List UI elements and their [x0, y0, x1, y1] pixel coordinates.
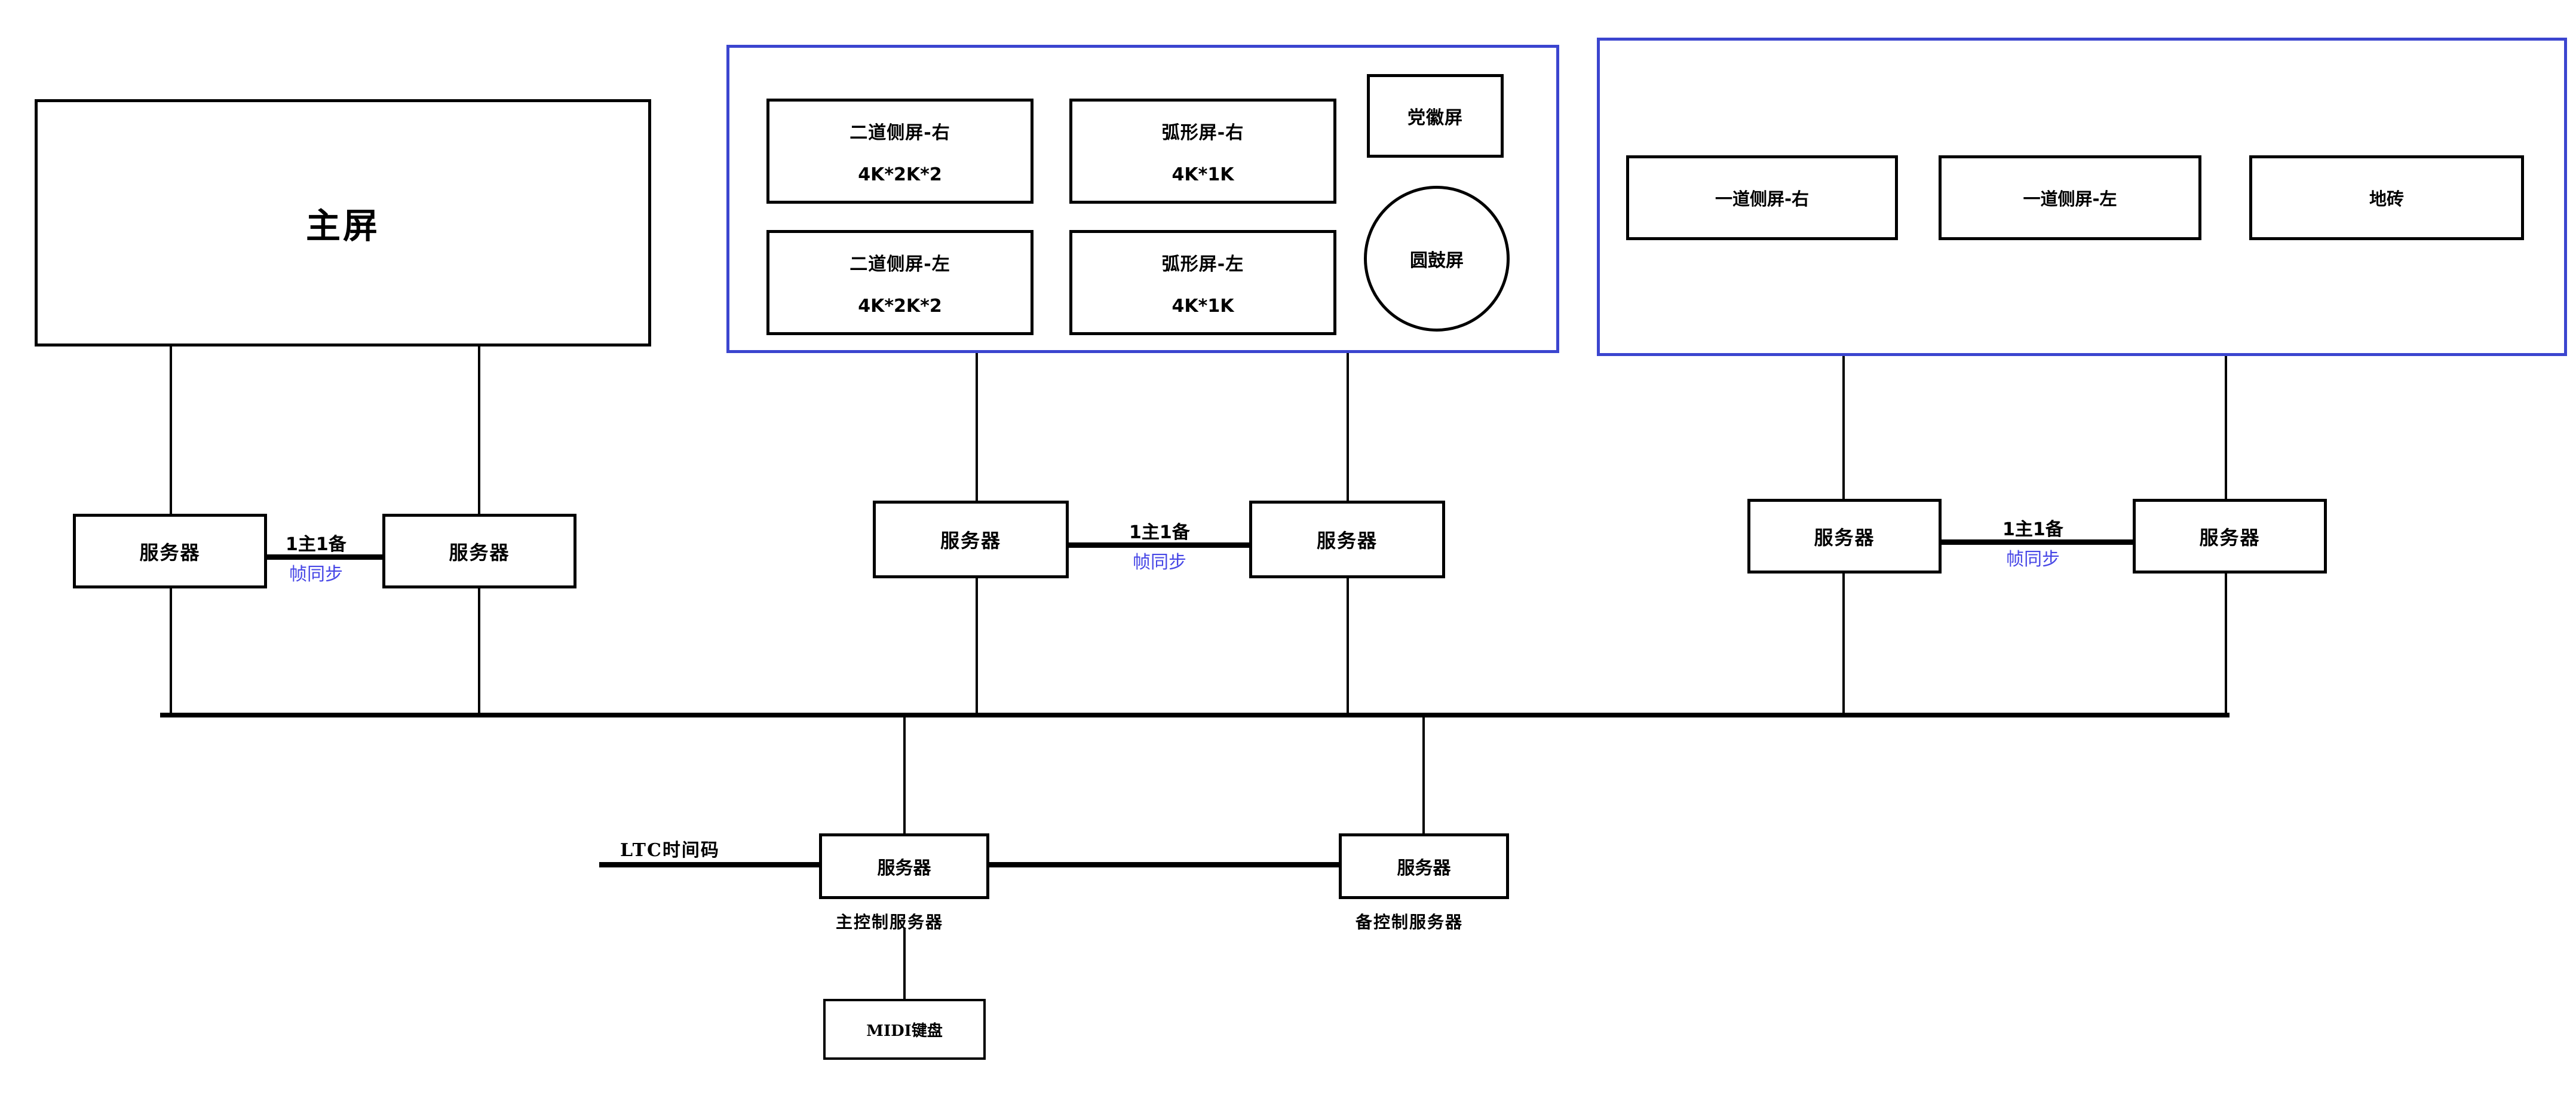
middle-pair-link-label-top: 1主1备 — [1129, 522, 1190, 543]
server-label: 服务器 — [1316, 529, 1378, 552]
server-backup-control[interactable]: 服务器 — [1339, 833, 1509, 899]
connector-left-primary-to-bus — [170, 588, 172, 715]
tile-name: 弧形屏-右 — [1161, 122, 1244, 143]
backup-control-caption: 备控制服务器 — [1356, 912, 1464, 932]
server-right-primary[interactable]: 服务器 — [1747, 499, 1942, 574]
tile-resolution: 4K*2K*2 — [858, 295, 942, 317]
server-label: 服务器 — [449, 541, 510, 564]
server-left-primary[interactable]: 服务器 — [73, 514, 267, 588]
connector-middle-pair-link — [1069, 542, 1249, 548]
connector-control-servers-link — [989, 862, 1339, 867]
screen-tile-round-drum[interactable]: 圆鼓屏 — [1364, 186, 1510, 332]
tile-name: 地砖 — [2369, 189, 2404, 209]
screen-group-right — [1597, 38, 2567, 356]
connector-right-backup-to-bus — [2225, 574, 2227, 715]
screen-tile-curved-left[interactable]: 弧形屏-左 4K*1K — [1069, 230, 1336, 335]
connector-bus-to-backup-control — [1422, 715, 1425, 835]
tile-name: 弧形屏-左 — [1161, 253, 1244, 275]
left-pair-link-label-top: 1主1备 — [286, 534, 346, 555]
connector-control-to-midi-keyboard — [903, 928, 906, 999]
server-primary-control[interactable]: 服务器 — [819, 833, 989, 899]
screen-tile-primary-side-right[interactable]: 一道侧屏-右 — [1626, 155, 1898, 240]
device-midi-keyboard[interactable]: MIDI键盘 — [823, 999, 986, 1060]
connector-main-to-server-b — [478, 346, 480, 514]
tile-resolution: 4K*2K*2 — [858, 164, 942, 185]
tile-name: 一道侧屏-右 — [1715, 189, 1810, 209]
primary-control-caption: 主控制服务器 — [836, 912, 944, 932]
connector-middle-group-to-server-b — [1347, 353, 1349, 501]
connector-right-group-to-server-a — [1842, 356, 1845, 499]
tile-resolution: 4K*1K — [1172, 164, 1234, 185]
right-pair-link-label-top: 1主1备 — [2002, 519, 2063, 540]
connector-middle-backup-to-bus — [1347, 578, 1349, 715]
server-label: 服务器 — [1814, 526, 1875, 549]
server-left-backup[interactable]: 服务器 — [382, 514, 576, 588]
connector-right-pair-link — [1942, 539, 2133, 545]
tile-name: 二道侧屏-左 — [850, 253, 950, 275]
ltc-timecode-label: LTC时间码 — [620, 840, 720, 861]
server-middle-backup[interactable]: 服务器 — [1249, 501, 1445, 578]
right-pair-link-label-bottom: 帧同步 — [2006, 549, 2060, 570]
tile-name: 二道侧屏-右 — [850, 122, 950, 143]
screen-tile-curved-right[interactable]: 弧形屏-右 4K*1K — [1069, 99, 1336, 204]
server-label: 服务器 — [940, 529, 1001, 552]
tile-name: 党徽屏 — [1407, 108, 1463, 128]
connector-middle-primary-to-bus — [976, 578, 978, 715]
screen-tile-primary-side-left[interactable]: 一道侧屏-左 — [1939, 155, 2201, 240]
server-label: 服务器 — [2199, 526, 2261, 549]
server-label: 服务器 — [139, 541, 201, 564]
screen-tile-secondary-side-right[interactable]: 二道侧屏-右 4K*2K*2 — [766, 99, 1034, 204]
left-pair-link-label-bottom: 帧同步 — [289, 564, 343, 585]
connector-right-group-to-server-b — [2225, 356, 2227, 499]
server-label: 服务器 — [877, 858, 931, 879]
network-bus — [160, 713, 2230, 717]
connector-middle-group-to-server-a — [976, 353, 978, 501]
tile-name: 圆鼓屏 — [1410, 250, 1464, 271]
screen-main[interactable]: 主屏 — [35, 99, 651, 346]
tile-name: 一道侧屏-左 — [2023, 189, 2117, 209]
midi-keyboard-label: MIDI键盘 — [866, 1022, 943, 1040]
connector-left-backup-to-bus — [478, 588, 480, 715]
server-label: 服务器 — [1397, 858, 1451, 879]
screen-tile-party-emblem[interactable]: 党徽屏 — [1367, 74, 1504, 158]
connector-ltc-timecode — [599, 862, 819, 867]
screen-main-label: 主屏 — [305, 206, 380, 246]
server-right-backup[interactable]: 服务器 — [2133, 499, 2327, 574]
screen-group-middle — [726, 45, 1559, 353]
tile-resolution: 4K*1K — [1172, 295, 1234, 317]
connector-bus-to-primary-control — [903, 715, 906, 835]
middle-pair-link-label-bottom: 帧同步 — [1133, 552, 1186, 573]
screen-tile-floor-brick[interactable]: 地砖 — [2249, 155, 2524, 240]
server-middle-primary[interactable]: 服务器 — [873, 501, 1069, 578]
connector-left-pair-link — [267, 554, 382, 560]
screen-tile-secondary-side-left[interactable]: 二道侧屏-左 4K*2K*2 — [766, 230, 1034, 335]
connector-main-to-server-a — [170, 346, 172, 514]
connector-right-primary-to-bus — [1842, 574, 1845, 715]
